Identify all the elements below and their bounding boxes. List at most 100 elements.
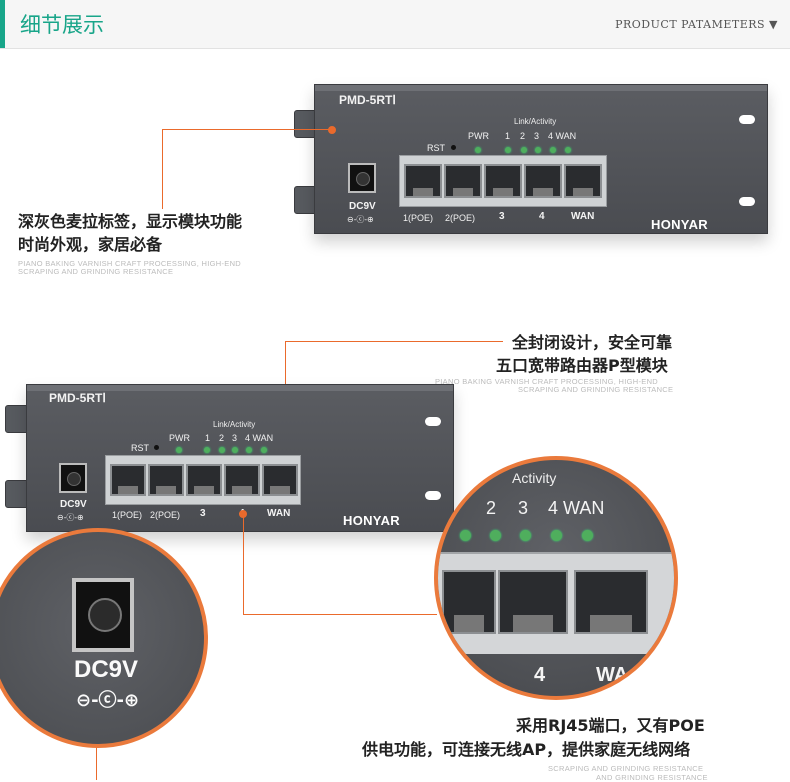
caption-3-sub-2: AND GRINDING RESISTANCE — [596, 773, 708, 782]
rst-label: RST — [131, 443, 149, 453]
pwr-label: PWR — [468, 131, 489, 141]
link-led-wan — [261, 447, 267, 453]
zoom-led — [582, 530, 593, 541]
caption-1-sub-2: SCRAPING AND GRINDING RESISTANCE — [18, 267, 174, 276]
ethernet-port-4[interactable] — [524, 164, 562, 198]
link-activity-label: Link/Activity — [514, 117, 557, 126]
brand-logo: HONYAR — [651, 217, 708, 232]
led-number-2: 2 — [520, 131, 526, 141]
ethernet-port-4[interactable] — [224, 464, 260, 496]
port-bay — [399, 155, 607, 207]
section-header: 细节展示 PRODUCT PATAMETERS ▼ — [0, 0, 790, 49]
zoom-bottom-label-4: 4 — [534, 664, 546, 686]
polarity-symbol: ⊖-ⓒ-⊕ — [347, 215, 374, 224]
callout-line — [243, 514, 244, 615]
mount-slot — [739, 197, 755, 206]
callout-line — [243, 614, 437, 615]
link-led-1 — [505, 147, 511, 153]
led-number-1: 1 — [205, 433, 211, 443]
callout-line — [96, 735, 97, 780]
caption-2-line-2: 五口宽带路由器P型模块 — [496, 356, 668, 375]
link-led-1 — [204, 447, 210, 453]
led-number-2: 2 — [219, 433, 225, 443]
led-number-4wan: 4 WAN — [548, 131, 577, 141]
link-led-2 — [521, 147, 527, 153]
zoom-dc-jack: DC9V ⊖-ⓒ-⊕ — [0, 528, 208, 748]
zoom-port[interactable] — [574, 570, 648, 634]
zoom-port[interactable] — [498, 570, 568, 634]
caption-1-sub-1: PIANO BAKING VARNISH CRAFT PROCESSING, H… — [18, 259, 242, 268]
zoom-port-bay — [438, 552, 674, 654]
led-number-3: 3 — [534, 131, 540, 141]
zoom-activity-label: Activity — [512, 470, 557, 486]
polarity-symbol: ⊖-ⓒ-⊕ — [57, 513, 84, 522]
zoom-bottom-label-wan: WA — [596, 664, 629, 686]
link-led-2 — [219, 447, 225, 453]
router-module-bottom: PMD-5RTⅠ Link/Activity 1 2 3 4 WAN RST P… — [26, 384, 454, 532]
ethernet-port-2[interactable] — [148, 464, 184, 496]
led-number-3: 3 — [232, 433, 238, 443]
link-led-4 — [246, 447, 252, 453]
led-number-4wan: 4 WAN — [245, 433, 274, 443]
dc-label: DC9V — [60, 499, 87, 510]
mount-slot — [739, 115, 755, 124]
zoom-number-2: 2 — [486, 498, 497, 518]
ethernet-port-2[interactable] — [444, 164, 482, 198]
dc-label: DC9V — [349, 201, 376, 212]
caption-2-sub-2: SCRAPING AND GRINDING RESISTANCE — [518, 385, 674, 394]
header-accent-bar — [0, 0, 5, 48]
brand-logo: HONYAR — [343, 513, 400, 528]
port-label-4: 4 — [539, 211, 545, 222]
rst-label: RST — [427, 143, 445, 153]
router-module-top: PMD-5RTⅠ Link/Activity 1 2 3 4 WAN RST P… — [314, 84, 768, 234]
caption-1-line-2: 时尚外观，家居必备 — [18, 235, 163, 254]
zoom-led — [490, 530, 501, 541]
ethernet-port-wan[interactable] — [262, 464, 298, 496]
callout-line — [285, 341, 503, 342]
ethernet-port-3[interactable] — [186, 464, 222, 496]
ethernet-port-wan[interactable] — [564, 164, 602, 198]
port-label-1: 1(POE) — [112, 510, 143, 520]
port-bay — [105, 455, 301, 505]
dc-power-jack — [348, 163, 376, 193]
pwr-label: PWR — [169, 433, 190, 443]
zoom-led — [460, 530, 471, 541]
rst-button[interactable] — [451, 145, 456, 150]
zoom-dc-label: DC9V — [74, 656, 139, 683]
port-label-wan: WAN — [267, 508, 291, 519]
dc-jack-zoomed — [72, 578, 134, 652]
ethernet-port-3[interactable] — [484, 164, 522, 198]
led-number-1: 1 — [505, 131, 511, 141]
zoom-led — [551, 530, 562, 541]
link-led-3 — [535, 147, 541, 153]
dc-power-jack — [59, 463, 87, 493]
ethernet-port-1[interactable] — [110, 464, 146, 496]
port-label-wan: WAN — [571, 211, 595, 222]
zoom-led — [520, 530, 531, 541]
port-label-1: 1(POE) — [403, 213, 434, 223]
port-label-2: 2(POE) — [445, 213, 476, 223]
ethernet-port-1[interactable] — [404, 164, 442, 198]
mount-ear — [5, 480, 29, 508]
rst-button[interactable] — [154, 445, 159, 450]
caption-3-line-2: 供电功能，可连接无线AP，提供家庭无线网络 — [362, 740, 691, 759]
link-led-wan — [565, 147, 571, 153]
zoom-polarity-symbol: ⊖-ⓒ-⊕ — [76, 690, 140, 711]
pwr-led — [176, 447, 182, 453]
link-activity-label: Link/Activity — [213, 420, 256, 429]
zoom-rj45-ports: Activity 2 3 4 WAN 4 WA — [434, 456, 678, 700]
product-parameters-link[interactable]: PRODUCT PATAMETERS ▼ — [615, 18, 778, 31]
model-label: PMD-5RTⅠ — [339, 93, 396, 107]
model-label: PMD-5RTⅠ — [49, 391, 106, 405]
mount-slot — [425, 491, 441, 500]
zoom-number-3: 3 — [518, 498, 529, 518]
callout-line — [162, 129, 163, 209]
zoom-port[interactable] — [442, 570, 496, 634]
port-label-2: 2(POE) — [150, 510, 181, 520]
callout-dot — [328, 126, 336, 134]
caption-2-sub-1: PIANO BAKING VARNISH CRAFT PROCESSING, H… — [435, 377, 659, 386]
port-label-3: 3 — [499, 211, 505, 222]
section-title: 细节展示 — [20, 13, 104, 37]
pwr-led — [475, 147, 481, 153]
link-led-4 — [550, 147, 556, 153]
